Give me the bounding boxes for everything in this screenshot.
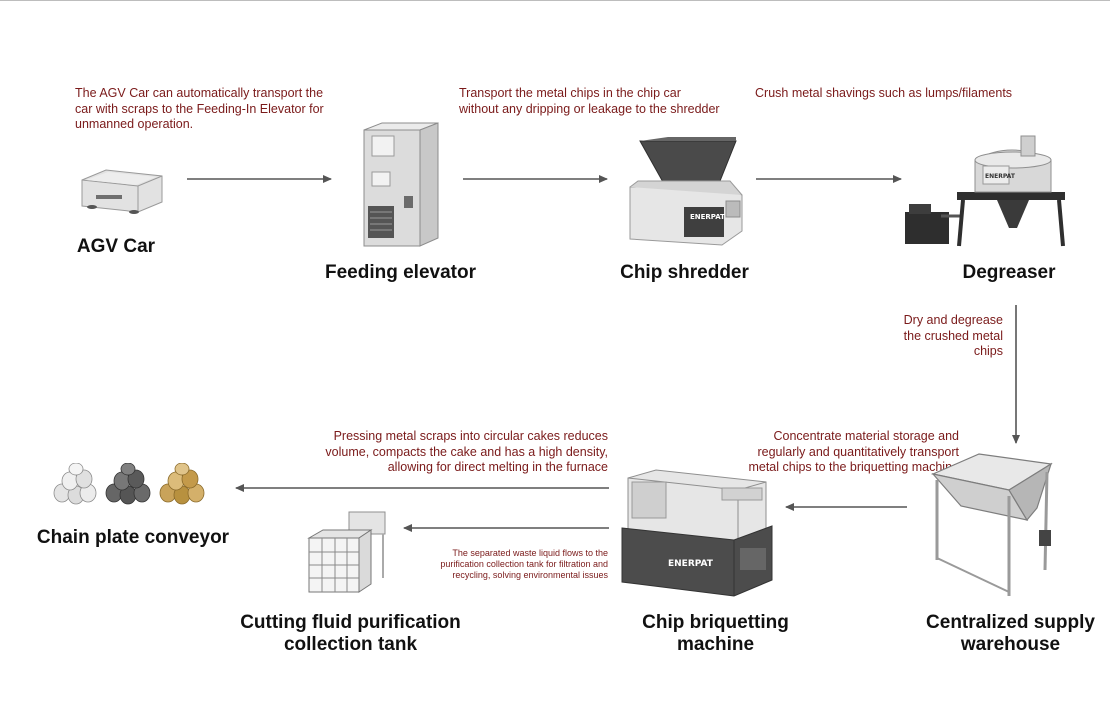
label-cutting-fluid-purification-tank: Cutting fluid purification collection ta… — [228, 612, 473, 656]
note-line: allowing for direct melting in the furna… — [387, 460, 608, 474]
note-line: Dry and degrease — [903, 313, 1003, 327]
note-agv: The AGV Car can automatically transport … — [75, 86, 350, 133]
grey-briquettes — [105, 463, 151, 505]
label-agv-car: AGV Car — [76, 236, 156, 257]
label-chip-briquetting-machine: Chip briquetting machine — [628, 612, 803, 656]
note-line: Concentrate material storage and — [773, 429, 959, 443]
degreaser-image: ENERPAT — [905, 135, 1065, 247]
label-line: collection tank — [283, 634, 418, 655]
note-line: Crush metal shavings such as lumps/filam… — [755, 86, 1013, 100]
note-elevator-to-shredder: Transport the metal chips in the chip ca… — [459, 86, 749, 117]
agv-car-image — [81, 169, 163, 214]
note-line: The separated waste liquid flows to the — [452, 548, 608, 558]
label-centralized-supply-warehouse: Centralized supply warehouse — [918, 612, 1103, 656]
note-degreaser-down: Dry and degrease the crushed metal chips — [880, 313, 1003, 360]
label-line: Cutting fluid purification — [240, 612, 461, 633]
note-line: volume, compacts the cake and has a high… — [325, 444, 608, 459]
top-divider — [0, 0, 1110, 1]
label-chip-shredder: Chip shredder — [620, 262, 749, 283]
note-shredder-to-degreaser: Crush metal shavings such as lumps/filam… — [755, 86, 1045, 102]
feeding-elevator-image — [363, 122, 439, 247]
note-line: car with scraps to the Feeding-In Elevat… — [75, 101, 324, 116]
label-degreaser: Degreaser — [962, 262, 1056, 283]
briquettes-image — [53, 463, 205, 505]
chip-shredder-image: ENERPAT — [629, 137, 743, 246]
note-line: purification collection tank for filtrat… — [440, 559, 608, 569]
label-line: Centralized supply — [926, 612, 1095, 633]
degreaser-brand-logo: ENERPAT — [985, 173, 1016, 180]
brass-briquettes — [159, 463, 205, 505]
label-feeding-elevator: Feeding elevator — [325, 262, 476, 283]
note-briquetting-to-conveyor: Pressing metal scraps into circular cake… — [300, 429, 608, 476]
note-line: metal chips to the briquetting machine — [748, 460, 959, 474]
note-line: Pressing metal scraps into circular cake… — [333, 429, 608, 443]
note-line: regularly and quantitatively transport — [757, 444, 959, 459]
label-line: machine — [676, 634, 755, 655]
note-line: unmanned operation. — [75, 117, 194, 131]
note-briquetting-to-tank: The separated waste liquid flows to the … — [400, 548, 608, 581]
note-line: Transport the metal chips in the chip ca… — [459, 86, 681, 100]
note-line: the crushed metal — [903, 328, 1003, 343]
note-warehouse-to-briquetting: Concentrate material storage and regular… — [712, 429, 959, 476]
chip-briquetting-machine-image: ENERPAT — [621, 469, 773, 597]
shredder-brand-logo: ENERPAT — [690, 213, 725, 221]
briquetting-brand-logo: ENERPAT — [668, 559, 714, 569]
label-chain-plate-conveyor: Chain plate conveyor — [36, 527, 230, 548]
silver-briquettes — [53, 463, 97, 505]
centralized-warehouse-image — [931, 453, 1053, 596]
note-line: chips — [973, 344, 1003, 358]
note-line: without any dripping or leakage to the s… — [459, 101, 720, 116]
note-line: The AGV Car can automatically transport … — [75, 86, 324, 100]
label-line: Chip briquetting — [642, 612, 789, 633]
purification-tank-image — [307, 511, 386, 593]
label-line: warehouse — [960, 634, 1061, 655]
note-line: recycling, solving environmental issues — [452, 570, 608, 580]
